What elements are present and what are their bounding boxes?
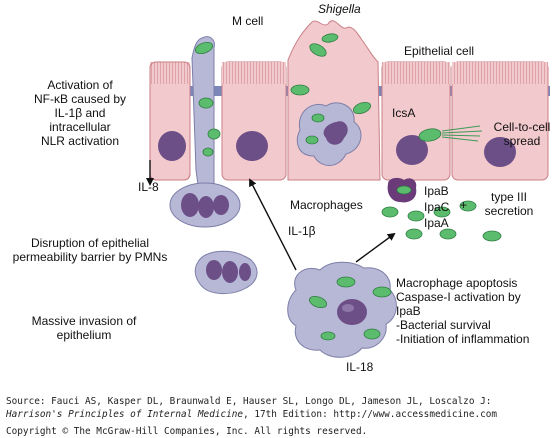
epithelial-cell-3 xyxy=(381,61,451,181)
arrow-il1b xyxy=(249,178,297,271)
label-ipaa: IpaA xyxy=(424,216,449,230)
label-il18: IL-18 xyxy=(346,360,374,374)
label-il8: IL-8 xyxy=(138,180,159,194)
pmn-2 xyxy=(194,250,258,294)
label-type-iii: type III secretion xyxy=(484,190,534,218)
label-il1b: IL-1β xyxy=(288,224,316,238)
label-apoptosis: Macrophage apoptosis Caspase-I activatio… xyxy=(396,276,530,346)
source-edition: , 17th Edition: http://www.accessmedicin… xyxy=(243,409,498,420)
label-cell-to-cell: Cell-to-cell spread xyxy=(493,120,551,148)
source-line-2: Harrison's Principles of Internal Medici… xyxy=(6,409,497,421)
label-epithelial-cell: Epithelial cell xyxy=(404,44,475,58)
copyright: Copyright © The McGraw-Hill Companies, I… xyxy=(6,426,368,437)
actin-tail xyxy=(441,125,483,142)
epithelial-cell-4 xyxy=(451,61,549,181)
nucleus xyxy=(396,135,428,165)
m-cell xyxy=(191,36,215,206)
nucleus xyxy=(158,131,186,161)
label-m-cell: M cell xyxy=(232,14,264,28)
epithelial-cell-0 xyxy=(149,61,191,181)
label-macrophages: Macrophages xyxy=(290,198,363,212)
macrophage-nucleus-lower xyxy=(337,299,367,325)
nucleus xyxy=(236,131,268,161)
source-line-1: Source: Fauci AS, Kasper DL, Braunwald E… xyxy=(6,396,492,407)
label-massive-invasion: Massive invasion of epithelium xyxy=(31,314,137,342)
nucleus xyxy=(484,137,516,167)
book-title: Harrison's Principles of Internal Medici… xyxy=(6,409,244,420)
epithelial-cell-2 xyxy=(221,61,287,181)
label-plus: + xyxy=(460,198,468,212)
epithelial-cell-1 xyxy=(149,61,191,181)
macrophage-nucleus xyxy=(323,121,348,145)
arrow-secretion xyxy=(355,232,396,263)
label-disruption: Disruption of epithelial permeability ba… xyxy=(12,236,168,264)
label-ipab: IpaB xyxy=(424,184,449,198)
label-icsa: IcsA xyxy=(392,106,416,120)
label-activation: Activation of NF-κB caused by IL-1β and … xyxy=(33,78,127,148)
pmn-1 xyxy=(169,182,241,228)
label-ipac: IpaC xyxy=(424,200,450,214)
bacteria xyxy=(194,33,502,341)
label-shigella: Shigella xyxy=(318,2,361,16)
